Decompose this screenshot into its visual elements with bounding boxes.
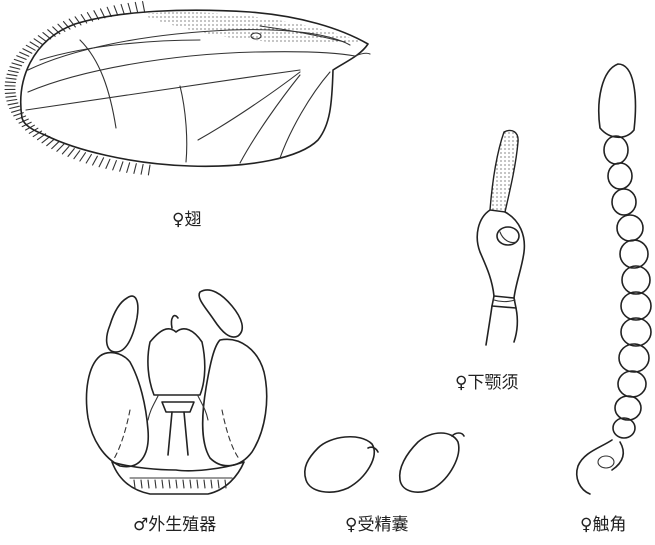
male-genitalia-caption: ♂外生殖器 <box>133 510 216 535</box>
maxillary-palp-drawing <box>477 130 524 345</box>
spermatheca-drawing <box>305 433 464 492</box>
wing-caption: ♀翅 <box>172 205 201 230</box>
maxillary-palp-caption: ♀下颚须 <box>455 368 518 393</box>
spermatheca-caption: ♀受精囊 <box>345 510 408 535</box>
male-genitalia-drawing <box>87 290 267 494</box>
antenna-drawing <box>577 64 651 494</box>
antenna-caption: ♀触角 <box>580 510 626 535</box>
wing-drawing <box>5 2 370 175</box>
